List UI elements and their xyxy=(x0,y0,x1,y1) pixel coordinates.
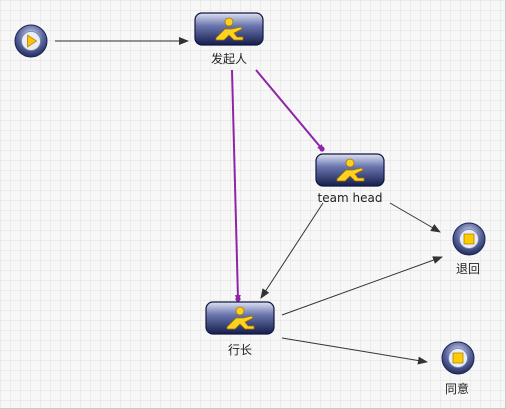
reject-end-label: 退回 xyxy=(455,262,481,276)
start-event-icon[interactable] xyxy=(14,24,48,58)
edge-team-head-to-bank-head[interactable] xyxy=(260,202,324,299)
edge-team-head-to-reject[interactable] xyxy=(389,202,441,233)
edge-bank-head-to-reject[interactable] xyxy=(281,256,443,316)
team-head-task-label: team head xyxy=(317,191,383,205)
bank-head-task-label: 行长 xyxy=(227,343,253,357)
approve-end-label: 同意 xyxy=(444,382,470,396)
approve-end-icon[interactable] xyxy=(441,341,475,375)
reject-end-icon[interactable] xyxy=(452,222,486,256)
initiator-task-icon[interactable] xyxy=(194,12,264,46)
edge-initiator-to-bank-head[interactable] xyxy=(231,69,241,302)
edge-initiator-to-team-head[interactable] xyxy=(255,69,325,152)
team-head-task-icon[interactable] xyxy=(315,153,385,187)
initiator-task-label: 发起人 xyxy=(210,52,248,66)
edge-bank-head-to-approve[interactable] xyxy=(281,337,428,365)
bank-head-task-icon[interactable] xyxy=(205,301,275,335)
